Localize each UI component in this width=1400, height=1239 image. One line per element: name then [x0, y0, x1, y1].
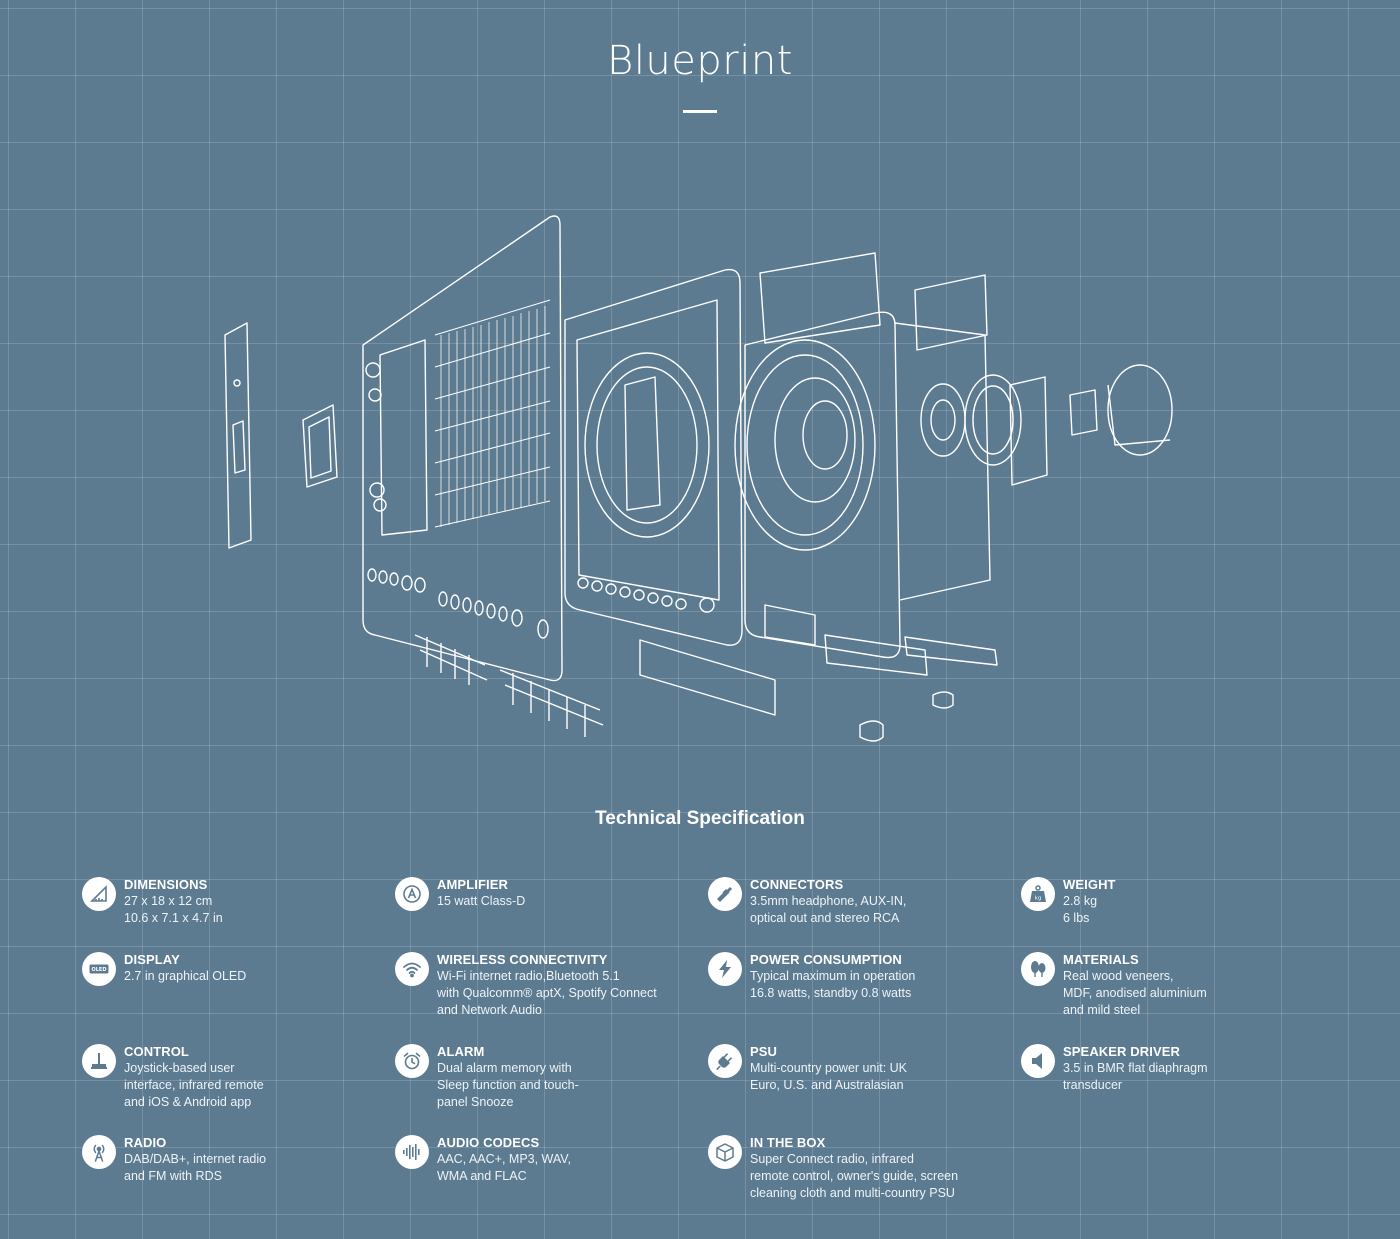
spec-value: and iOS & Android app — [124, 1095, 252, 1109]
spec-value: 16.8 watts, standby 0.8 watts — [750, 986, 912, 1000]
spec-label: POWER CONSUMPTION — [750, 952, 902, 967]
spec-value: cleaning cloth and multi-country PSU — [750, 1186, 955, 1200]
speaker-icon — [1021, 1044, 1055, 1078]
spec-value: panel Snooze — [437, 1095, 514, 1109]
spec-value: Wi-Fi internet radio,Bluetooth 5.1 — [437, 969, 620, 983]
spec-value: optical out and stereo RCA — [750, 911, 900, 925]
spec-value: 2.7 in graphical OLED — [124, 969, 247, 983]
spec-value: 10.6 x 7.1 x 4.7 in — [124, 911, 223, 925]
spec-value: 3.5mm headphone, AUX-IN, — [750, 894, 907, 908]
spec-label: ALARM — [437, 1044, 485, 1059]
spec-value: 6 lbs — [1063, 911, 1090, 925]
spec-label: MATERIALS — [1063, 952, 1139, 967]
ruler-triangle-icon — [82, 877, 116, 911]
spec-value: and FM with RDS — [124, 1169, 222, 1183]
spec-value: interface, infrared remote — [124, 1078, 264, 1092]
spec-label: WEIGHT — [1063, 877, 1116, 892]
exploded-radio-illustration — [224, 215, 1173, 742]
oled-display-icon: OLED — [82, 952, 116, 986]
wifi-icon — [395, 952, 429, 986]
svg-text:kg: kg — [1035, 896, 1042, 902]
spec-value: remote control, owner's guide, screen — [750, 1169, 959, 1183]
spec-value: WMA and FLAC — [437, 1169, 527, 1183]
alarm-clock-icon — [395, 1044, 429, 1078]
spec-value: transducer — [1063, 1078, 1123, 1092]
power-plug-icon — [708, 1044, 742, 1078]
spec-value: and mild steel — [1063, 1003, 1141, 1017]
spec-value: DAB/DAB+, internet radio — [124, 1152, 267, 1166]
weight-icon: kg — [1021, 877, 1055, 911]
technical-specification-heading: Technical Specification — [595, 808, 805, 829]
radio-tower-icon — [82, 1135, 116, 1169]
amplifier-a-icon — [395, 877, 429, 911]
spec-value: Typical maximum in operation — [750, 969, 916, 983]
lightning-icon — [708, 952, 742, 986]
audio-waveform-icon — [395, 1135, 429, 1169]
box-icon — [708, 1135, 742, 1169]
spec-value: and Network Audio — [437, 1003, 542, 1017]
spec-label: WIRELESS CONNECTIVITY — [437, 952, 608, 967]
trees-icon — [1021, 952, 1055, 986]
spec-label: AUDIO CODECS — [437, 1135, 540, 1150]
page-title: Blueprint — [607, 38, 793, 84]
spec-label: SPEAKER DRIVER — [1063, 1044, 1180, 1059]
spec-label: CONTROL — [124, 1044, 189, 1059]
spec-value: 27 x 18 x 12 cm — [124, 894, 213, 908]
connector-plug-icon — [708, 877, 742, 911]
spec-value: Dual alarm memory with — [437, 1061, 572, 1075]
spec-value: Euro, U.S. and Australasian — [750, 1078, 904, 1092]
spec-label: DISPLAY — [124, 952, 180, 967]
spec-label: PSU — [750, 1044, 778, 1059]
spec-label: DIMENSIONS — [124, 877, 208, 892]
spec-label: CONNECTORS — [750, 877, 844, 892]
spec-value: AAC, AAC+, MP3, WAV, — [437, 1152, 571, 1166]
spec-value: Sleep function and touch- — [437, 1078, 579, 1092]
spec-value: MDF, anodised aluminium — [1063, 986, 1207, 1000]
spec-value: with Qualcomm® aptX, Spotify Connect — [437, 986, 657, 1000]
svg-text:OLED: OLED — [91, 967, 106, 973]
spec-value: Joystick-based user — [124, 1061, 235, 1075]
spec-label: RADIO — [124, 1135, 167, 1150]
spec-value: Real wood veneers, — [1063, 969, 1174, 983]
title-underline — [683, 110, 717, 113]
spec-value: 2.8 kg — [1063, 894, 1098, 908]
spec-value: Multi-country power unit: UK — [750, 1061, 908, 1075]
spec-value: 15 watt Class-D — [437, 894, 526, 908]
joystick-icon — [82, 1044, 116, 1078]
spec-label: AMPLIFIER — [437, 877, 508, 892]
spec-value: Super Connect radio, infrared — [750, 1152, 914, 1166]
spec-value: 3.5 in BMR flat diaphragm — [1063, 1061, 1208, 1075]
spec-label: IN THE BOX — [750, 1135, 826, 1150]
